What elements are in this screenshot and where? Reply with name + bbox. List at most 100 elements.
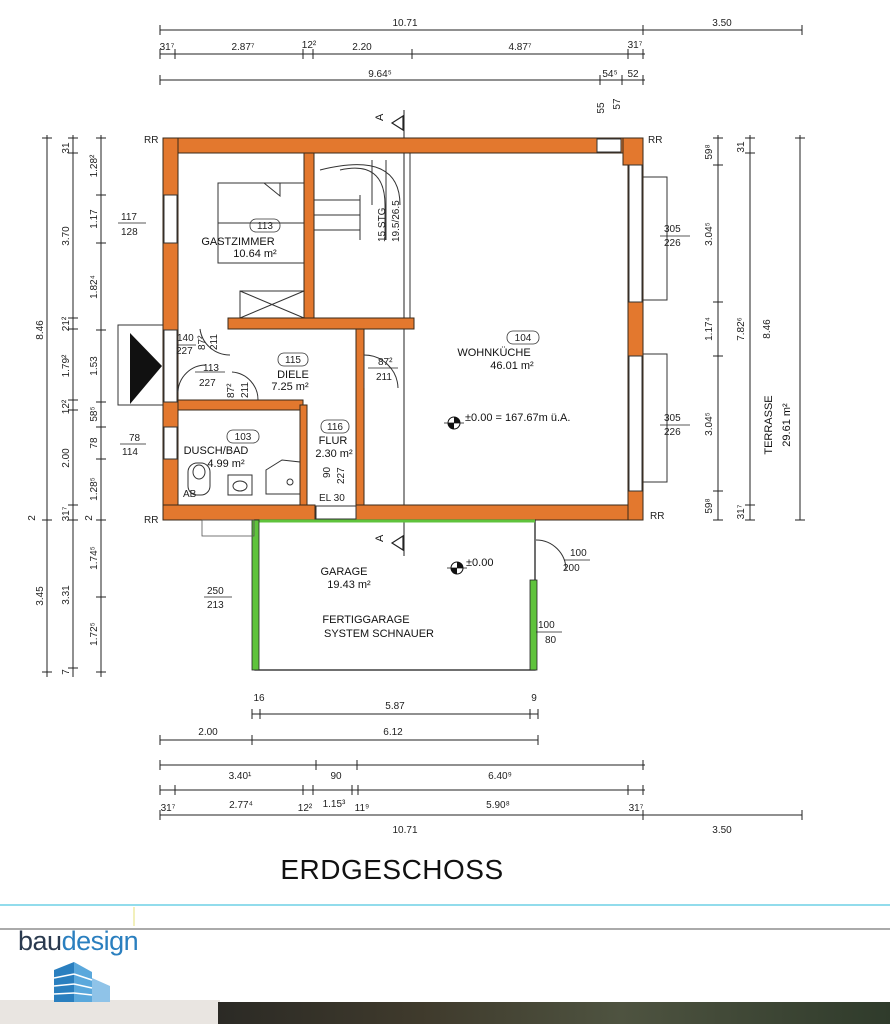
- elevation-main: ±0.00 = 167.67m ü.A.: [444, 412, 570, 430]
- room-wohnkueche: 104 WOHNKÜCHE 46.01 m²: [457, 330, 540, 372]
- svg-text:87²: 87²: [197, 335, 208, 350]
- section-marker-bottom: A: [374, 534, 404, 552]
- svg-text:RR: RR: [650, 511, 664, 522]
- door-swings: [177, 328, 567, 571]
- svg-text:87²: 87²: [378, 357, 393, 368]
- svg-text:2: 2: [27, 515, 38, 521]
- svg-text:2.00: 2.00: [198, 727, 218, 738]
- svg-text:5.87: 5.87: [385, 701, 405, 712]
- svg-text:7: 7: [61, 669, 72, 675]
- svg-text:31: 31: [736, 141, 747, 153]
- dim-terrace-width: 3.50: [712, 18, 732, 29]
- svg-text:1.72⁵: 1.72⁵: [89, 622, 100, 646]
- svg-text:1.28²: 1.28²: [89, 154, 100, 177]
- svg-text:115: 115: [285, 355, 301, 366]
- svg-text:8.46: 8.46: [762, 319, 773, 339]
- bottom-dimension-labels: 16 5.87 9 2.00 6.12 3.40¹ 90 6.40⁹ 31⁷ 2…: [161, 693, 733, 836]
- svg-text:227: 227: [199, 378, 216, 389]
- svg-text:1.79²: 1.79²: [61, 354, 72, 377]
- dim-top-seg: 4.87⁷: [508, 42, 531, 53]
- svg-text:6.12: 6.12: [383, 727, 403, 738]
- svg-text:59⁸: 59⁸: [704, 144, 715, 159]
- top-dimension-labels: 10.71 3.50 31⁷ 2.87⁷ 12² 2.20 4.87⁷ 31⁷ …: [160, 18, 733, 114]
- dim-top-seg: 2.20: [352, 42, 372, 53]
- svg-text:10.71: 10.71: [392, 825, 417, 836]
- building-icon: [53, 962, 110, 1002]
- svg-text:250: 250: [207, 586, 224, 597]
- room-duschbad: 103 DUSCH/BAD 4.99 m² AB: [183, 429, 260, 500]
- svg-text:1.17: 1.17: [89, 209, 100, 229]
- left-dimension-chains: [42, 135, 106, 677]
- svg-text:31⁷: 31⁷: [736, 504, 747, 519]
- svg-text:11⁹: 11⁹: [355, 803, 370, 814]
- dim-top-seg: 12²: [302, 40, 317, 51]
- svg-text:16: 16: [253, 693, 265, 704]
- brand-wordmark: baudesign: [18, 926, 139, 957]
- garage-outline: [201, 519, 538, 671]
- room-area: 10.64 m²: [233, 248, 277, 260]
- svg-text:7.82⁶: 7.82⁶: [736, 317, 747, 341]
- svg-text:2.77⁴: 2.77⁴: [229, 800, 253, 811]
- svg-text:90: 90: [330, 771, 342, 782]
- room-area: 46.01 m²: [490, 360, 534, 372]
- svg-text:±0.00: ±0.00: [466, 557, 493, 569]
- svg-text:100: 100: [538, 620, 555, 631]
- svg-text:±0.00 = 167.67m ü.A.: ±0.00 = 167.67m ü.A.: [465, 412, 570, 424]
- svg-text:3.40¹: 3.40¹: [229, 771, 252, 782]
- svg-text:58⁵: 58⁵: [89, 406, 100, 421]
- room-name: GARAGE: [320, 566, 367, 578]
- stairs-labels: 15 STG 19.5/26.5: [377, 200, 402, 242]
- wardrobe: [239, 290, 305, 319]
- svg-text:80: 80: [545, 635, 557, 646]
- svg-text:211: 211: [376, 372, 392, 383]
- right-dimension-labels: 59⁸ 3.04⁵ 1.17⁴ 3.04⁵ 59⁸ 31 7.82⁶ 31⁷ 8…: [704, 141, 773, 519]
- dim-window-top: 55: [596, 102, 607, 114]
- svg-text:226: 226: [664, 238, 681, 249]
- svg-text:A: A: [374, 113, 386, 121]
- room-gastzimmer: 113 GASTZIMMER 10.64 m²: [201, 218, 281, 260]
- elevation-garage: ±0.00: [447, 557, 493, 575]
- svg-text:211: 211: [240, 382, 251, 398]
- svg-text:226: 226: [664, 427, 681, 438]
- room-garage: GARAGE 19.43 m² FERTIGGARAGE SYSTEM SCHN…: [320, 566, 434, 640]
- room-name: DUSCH/BAD: [184, 445, 249, 457]
- svg-text:1.53: 1.53: [89, 356, 100, 376]
- svg-text:116: 116: [327, 422, 343, 433]
- terrace-label: TERRASSE 29.61 m²: [763, 395, 793, 454]
- svg-text:6.40⁹: 6.40⁹: [488, 771, 512, 782]
- svg-text:87²: 87²: [226, 383, 237, 398]
- room-name: FLUR: [319, 435, 348, 447]
- dim-window-top: 57: [612, 98, 623, 110]
- svg-text:31⁷: 31⁷: [161, 803, 176, 814]
- room-area: 19.43 m²: [327, 579, 371, 591]
- svg-text:RR: RR: [648, 135, 662, 146]
- footer-panel: [0, 1000, 220, 1024]
- svg-text:3.45: 3.45: [35, 586, 46, 606]
- room-name: WOHNKÜCHE: [457, 347, 530, 359]
- svg-text:100: 100: [570, 548, 587, 559]
- garage-note: SYSTEM SCHNAUER: [324, 628, 434, 640]
- svg-text:211: 211: [209, 334, 220, 350]
- svg-text:90: 90: [322, 466, 333, 478]
- svg-text:78: 78: [129, 433, 141, 444]
- svg-text:RR: RR: [144, 515, 158, 526]
- room-name: DIELE: [277, 369, 309, 381]
- svg-text:1.82⁴: 1.82⁴: [89, 275, 100, 299]
- svg-text:31: 31: [61, 142, 72, 154]
- dim-top-seg: 52: [627, 69, 639, 80]
- svg-text:1.17⁴: 1.17⁴: [704, 317, 715, 341]
- svg-text:78: 78: [89, 437, 100, 449]
- svg-text:113: 113: [203, 363, 219, 374]
- svg-text:2.00: 2.00: [61, 448, 72, 468]
- svg-text:EL 30: EL 30: [319, 493, 345, 504]
- window-openings: [163, 138, 643, 520]
- svg-text:3.04⁵: 3.04⁵: [704, 222, 715, 246]
- room-diele: 115 DIELE 7.25 m²: [271, 352, 309, 393]
- room-area: 4.99 m²: [207, 458, 245, 470]
- floor-plan: 10.71 3.50 31⁷ 2.87⁷ 12² 2.20 4.87⁷ 31⁷ …: [0, 18, 890, 930]
- opening-dimensions: [118, 222, 690, 633]
- left-dimension-labels: 8.46 3.45 31 3.70 21² 1.79² 12² 2.00 31⁷…: [27, 142, 100, 675]
- column-fixture: [117, 324, 164, 406]
- dim-top-seg: 31⁷: [628, 40, 643, 51]
- svg-text:5.90⁸: 5.90⁸: [486, 800, 510, 811]
